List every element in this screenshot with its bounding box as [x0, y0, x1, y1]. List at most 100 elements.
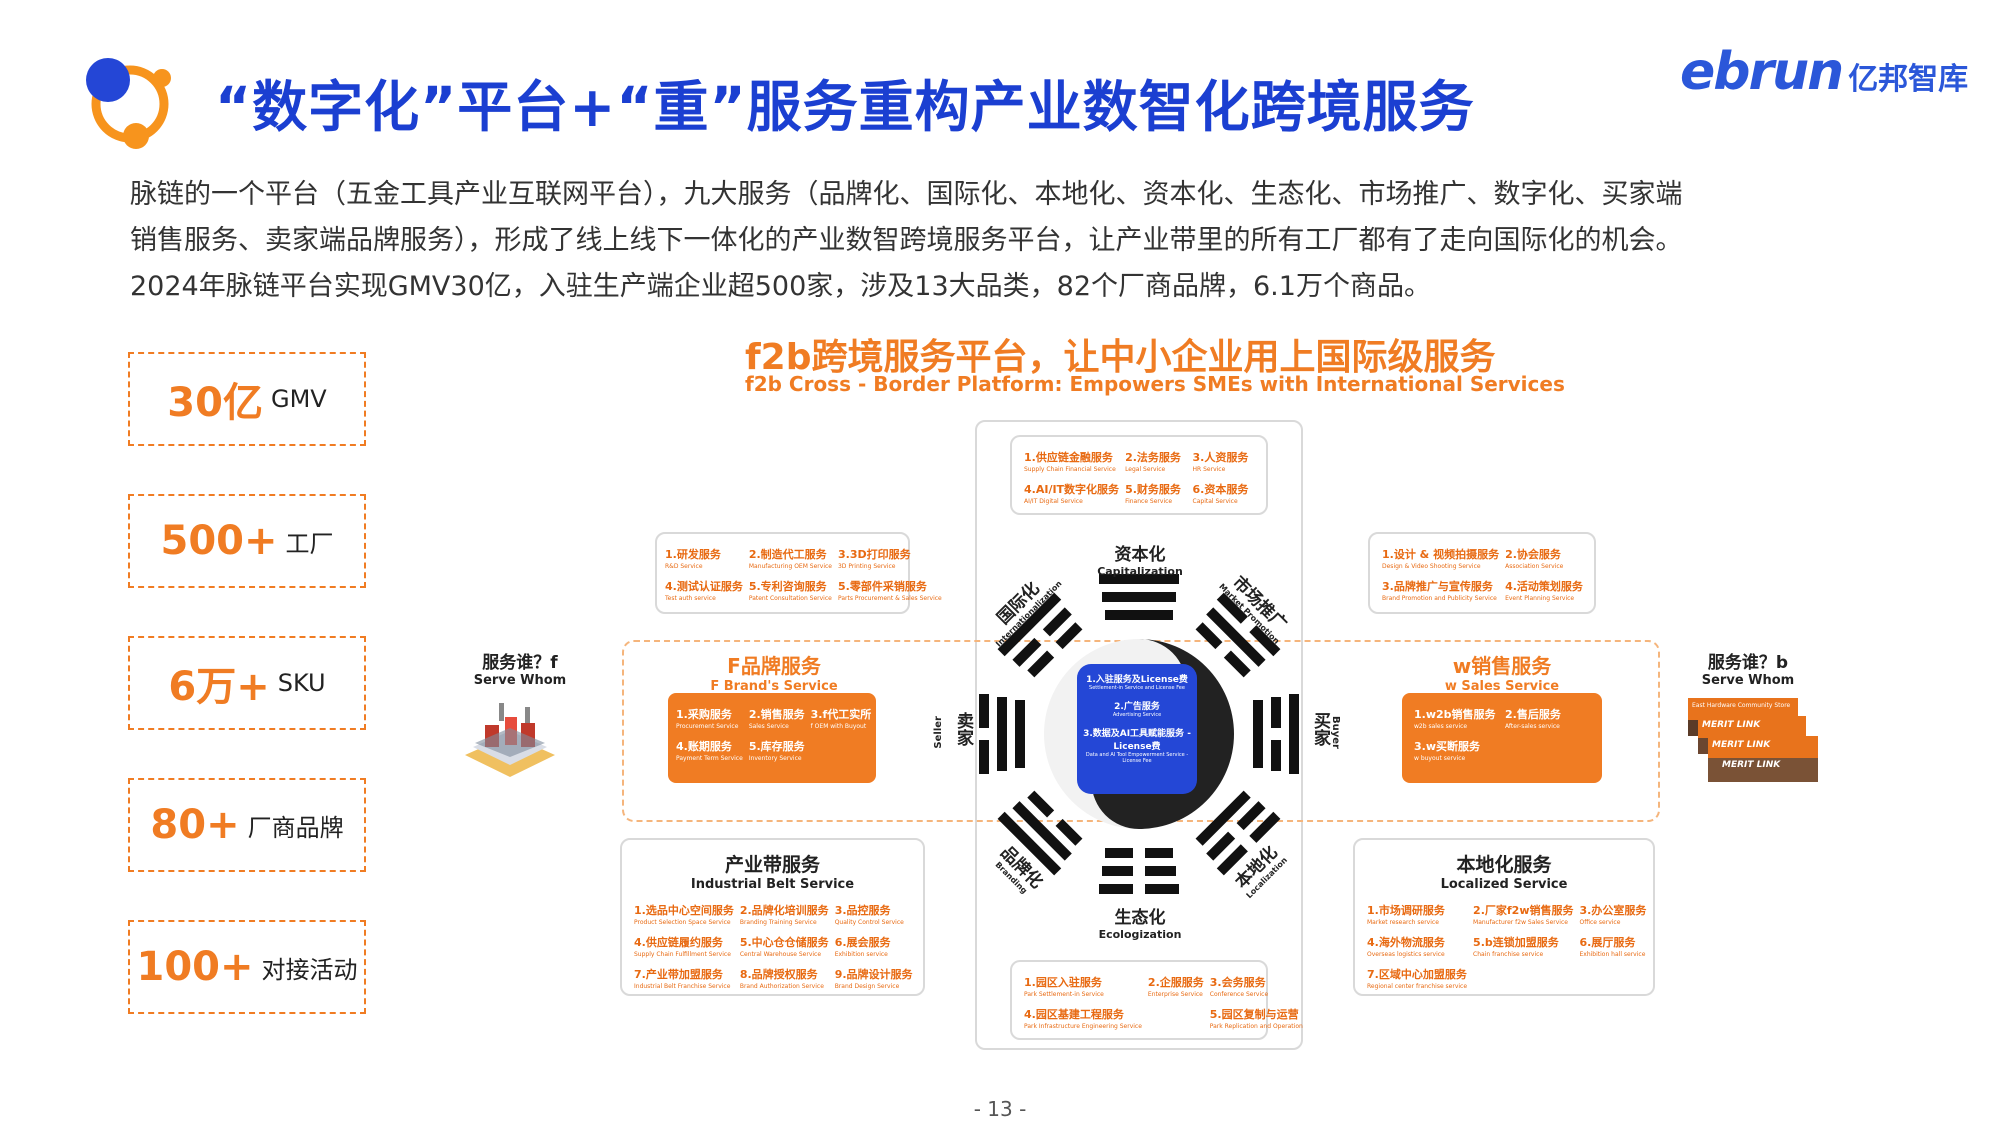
- center-item-en: Settlement-in Service and License Fee: [1089, 685, 1185, 691]
- service-item-cn: 4.AI/IT数字化服务: [1024, 483, 1120, 496]
- center-item-en: Advertising Service: [1112, 712, 1162, 718]
- trigram-line-broken: [1027, 650, 1055, 678]
- stat-number: 6万+: [168, 664, 270, 710]
- store-sign-small: East Hardware Community Store: [1692, 702, 1791, 709]
- service-item-en: Manufacturing OEM Service: [748, 563, 832, 570]
- trigram-line: [997, 811, 1062, 876]
- label-seller: 卖家: [945, 712, 973, 746]
- service-item-cn: 1.供应链金融服务: [1024, 451, 1113, 464]
- center-item: 3.数据及AI工具赋能服务 - License费 Data and AI Too…: [1083, 726, 1191, 764]
- service-item-en: Park Replication and Operation: [1209, 1023, 1303, 1030]
- stat-factory: 500+工厂: [128, 494, 366, 588]
- service-item-en: Procurement Service: [676, 723, 739, 730]
- service-item-en: Exhibition hall service: [1579, 951, 1646, 958]
- service-item-en: Conference Service: [1209, 991, 1269, 998]
- trigram: [1099, 574, 1179, 620]
- service-item-en: Enterprise Service: [1147, 991, 1203, 998]
- service-item-cn: 1.设计 & 视频拍摄服务: [1382, 548, 1500, 561]
- center-revenue-box: 1.入驻服务及License费 Settlement-in Service an…: [1077, 664, 1197, 794]
- service-item-en: Legal Service: [1125, 466, 1166, 473]
- trigram-line-broken: [1249, 625, 1281, 657]
- service-item: 1.设计 & 视频拍摄服务 Design & Video Shooting Ser…: [1382, 546, 1499, 570]
- industrial-belt-box: 产业带服务 Industrial Belt Service 1.选品中心空间服务…: [620, 838, 925, 996]
- localized-title: 本地化服务: [1456, 854, 1552, 876]
- factory-illustration-icon: [465, 703, 555, 777]
- service-item-en: Inventory Service: [748, 755, 802, 762]
- f-brand-title: F品牌服务: [727, 654, 821, 678]
- service-item-cn: 3.品牌推广与宣传服务: [1382, 580, 1493, 593]
- service-item-en: w2b sales service: [1414, 723, 1468, 730]
- trigram-line: [997, 697, 1007, 771]
- center-item-cn: 2.广告服务: [1114, 702, 1160, 712]
- service-item-en: Design & Video Shooting Service: [1382, 563, 1481, 570]
- label-capitalization: 资本化 Capitalization: [1090, 540, 1190, 578]
- service-item-en: Product Selection Space Service: [634, 919, 731, 926]
- trigram: [1195, 592, 1281, 678]
- service-item-en: After-sales service: [1505, 723, 1560, 730]
- trigram-line-broken: [1271, 697, 1281, 728]
- trigram-line-broken: [1145, 848, 1173, 858]
- label-ecologization: 生态化 Ecologization: [1090, 903, 1190, 941]
- service-item-cn: 1.选品中心空间服务: [634, 904, 734, 917]
- service-item-cn: 4.账期服务: [676, 740, 732, 753]
- page-number: - 13 -: [973, 1097, 1027, 1121]
- service-item-cn: 5.b连锁加盟服务: [1473, 936, 1559, 949]
- service-item-cn: 4.测试认证服务: [665, 580, 743, 593]
- service-item-en: Finance Service: [1125, 498, 1173, 505]
- service-item-cn: 6.展厅服务: [1579, 936, 1636, 949]
- stat-number: 30亿: [167, 380, 263, 426]
- service-item-en: Central Warehouse Service: [739, 951, 822, 958]
- service-item-en: HR Service: [1192, 466, 1226, 473]
- intro-paragraph: 脉链的一个平台（五金工具产业互联网平台），九大服务（品牌化、国际化、本地化、资本…: [130, 172, 1890, 310]
- center-item-cn: 1.入驻服务及License费: [1086, 675, 1188, 685]
- stat-unit: 厂商品牌: [247, 813, 344, 842]
- serve-whom-f: 服务谁？f Serve Whom: [470, 648, 570, 688]
- industrial-belt-title-en: Industrial Belt Service: [690, 877, 855, 892]
- service-item-en: Event Planning Service: [1505, 595, 1575, 602]
- trigram: [1253, 694, 1299, 774]
- service-item-cn: 5.库存服务: [748, 740, 805, 753]
- trigram-line-broken: [979, 740, 989, 774]
- trigram-line-broken: [1012, 637, 1042, 667]
- f-brand-section: F品牌服务 F Brand's Service: [668, 650, 880, 694]
- service-item-en: Brand Authorization Service: [739, 983, 824, 990]
- trigram-line-broken: [1027, 790, 1055, 818]
- atom-logo-icon: [86, 58, 171, 149]
- label-en: Ecologization: [1098, 928, 1182, 941]
- service-item-cn: 7.产业带加盟服务: [634, 968, 723, 981]
- service-item-en: f OEM with Buyout: [810, 723, 867, 730]
- serve-whom-f-label: 服务谁？f: [482, 653, 558, 673]
- center-item: 2.广告服务 Advertising Service: [1083, 699, 1191, 718]
- serve-whom-b: 服务谁？b Serve Whom: [1698, 648, 1798, 688]
- service-item-en: R&D Service: [665, 563, 703, 570]
- service-item-en: Brand Promotion and Publicity Service: [1382, 595, 1497, 602]
- service-item-en: Sales Service: [748, 723, 789, 730]
- trigram-line: [1105, 610, 1173, 620]
- page-title: “数字化”平台+“重”服务重构产业数智化跨境服务: [215, 75, 1475, 139]
- service-item-cn: 3.办公室服务: [1579, 904, 1647, 917]
- brand-latin: ebrun: [1680, 42, 1844, 102]
- service-item-cn: 6.展会服务: [834, 936, 891, 949]
- service-item-cn: 2.销售服务: [748, 708, 805, 721]
